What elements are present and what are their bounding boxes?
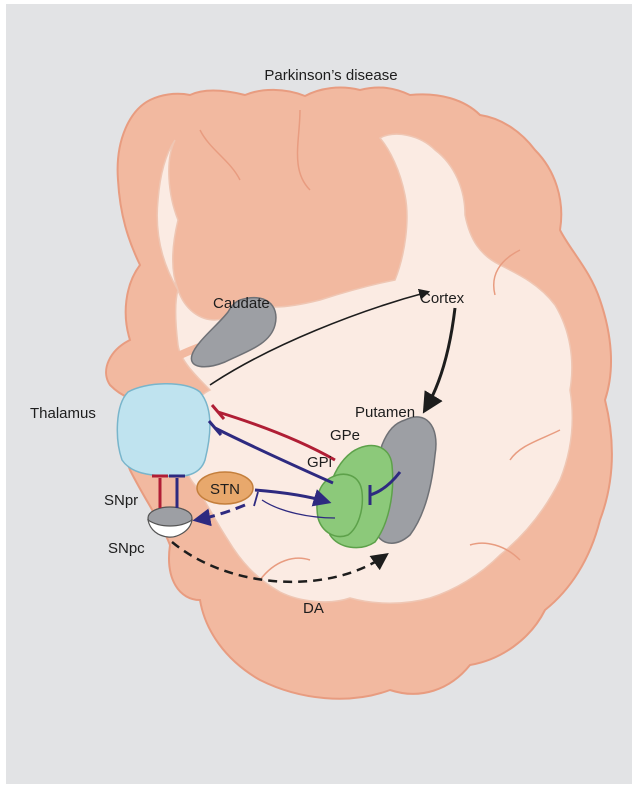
label-da: DA [303, 600, 324, 617]
title: Parkinson’s disease [264, 67, 397, 84]
thalamus [117, 384, 210, 477]
label-snpr: SNpr [104, 492, 138, 509]
label-caudate: Caudate [213, 295, 270, 312]
gpi [317, 474, 362, 536]
label-cortex: Cortex [420, 290, 465, 307]
label-gpi: GPi [307, 454, 332, 471]
label-stn: STN [210, 481, 240, 498]
label-thalamus: Thalamus [30, 405, 96, 422]
label-snpc: SNpc [108, 540, 145, 557]
label-gpe: GPe [330, 427, 360, 444]
label-putamen: Putamen [355, 404, 415, 421]
